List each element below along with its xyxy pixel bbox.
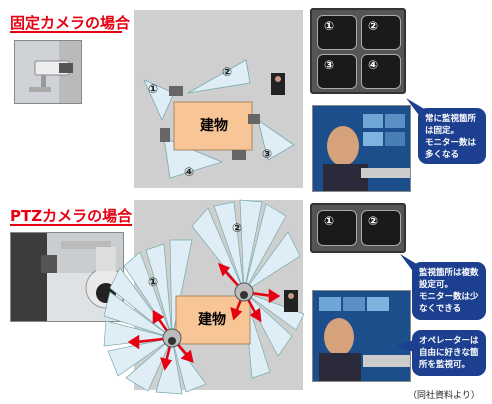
zone-label: ② [232, 221, 242, 235]
monitor-number: ① [324, 19, 335, 33]
building-label: 建物 [200, 117, 228, 134]
monitor-number: ① [324, 214, 335, 228]
intruder-photo [271, 73, 285, 95]
title-underline [10, 224, 132, 226]
monitor-screen: ① [317, 210, 357, 246]
fixed-speech-bubble: 常に監視箇所 は固定。 モニター数は 多くなる [418, 108, 486, 164]
fixed-monitor-wall: ① ② ③ ④ [310, 8, 406, 94]
view-cone [257, 119, 295, 161]
view-cone [243, 291, 305, 331]
monitor-screen: ② [361, 210, 401, 246]
monitor-number: ③ [324, 58, 335, 72]
building-rect [175, 295, 251, 345]
monitor-screen: ② [361, 15, 401, 50]
view-cone [243, 291, 293, 357]
zone-label: ② [222, 65, 232, 79]
view-cone [187, 59, 251, 94]
view-cone [103, 291, 173, 339]
zone-label: ③ [262, 147, 272, 161]
view-cone [107, 337, 173, 377]
zone-label: ① [148, 275, 158, 289]
view-cone [145, 243, 173, 339]
ptz-speech-bubble-operator: オペレーターは 自由に好きな箇 所を監視可。 [412, 330, 486, 376]
monitor-number: ④ [368, 58, 379, 72]
view-cone [191, 207, 245, 293]
camera-marker [160, 128, 170, 142]
view-cone [143, 79, 175, 121]
fixed-camera-photo [14, 40, 82, 104]
view-cone [243, 203, 287, 293]
bubble-tail [396, 340, 414, 352]
ptz-camera-diagram: 建物 ① ② [103, 199, 305, 395]
camera-marker [232, 150, 246, 160]
ptz-monitor-wall: ① ② [310, 203, 406, 253]
camera-marker [169, 86, 183, 96]
building-label: 建物 [198, 311, 226, 328]
camera-marker [248, 114, 260, 124]
fixed-camera-diagram: ① ② ③ ④ 建物 [143, 59, 295, 179]
ptz-speech-bubble-monitors: 監視箇所は複数 設定可。 モニター数は少 なくできる [412, 262, 486, 320]
title-underline [10, 31, 122, 33]
view-cone [213, 201, 245, 293]
monitor-number: ② [368, 19, 379, 33]
monitor-screen: ④ [361, 54, 401, 89]
zone-label: ① [148, 82, 158, 96]
source-caption: （同社資料より） [408, 391, 480, 401]
operator-photo [312, 105, 411, 192]
fixed-section-title: 固定カメラの場合 [10, 14, 131, 32]
monitor-screen: ③ [317, 54, 357, 89]
bubble-tail [406, 98, 426, 114]
view-cone [125, 337, 173, 392]
monitor-number: ② [368, 214, 379, 228]
intruder-photo [284, 290, 298, 312]
view-cone [243, 231, 301, 293]
bubble-tail [400, 254, 420, 270]
building-rect [173, 101, 253, 151]
ptz-section-title: PTZカメラの場合 [10, 207, 133, 225]
monitor-screen: ① [317, 15, 357, 50]
view-cone [239, 199, 263, 293]
operator-photo [312, 290, 411, 382]
zone-label: ④ [184, 165, 194, 179]
